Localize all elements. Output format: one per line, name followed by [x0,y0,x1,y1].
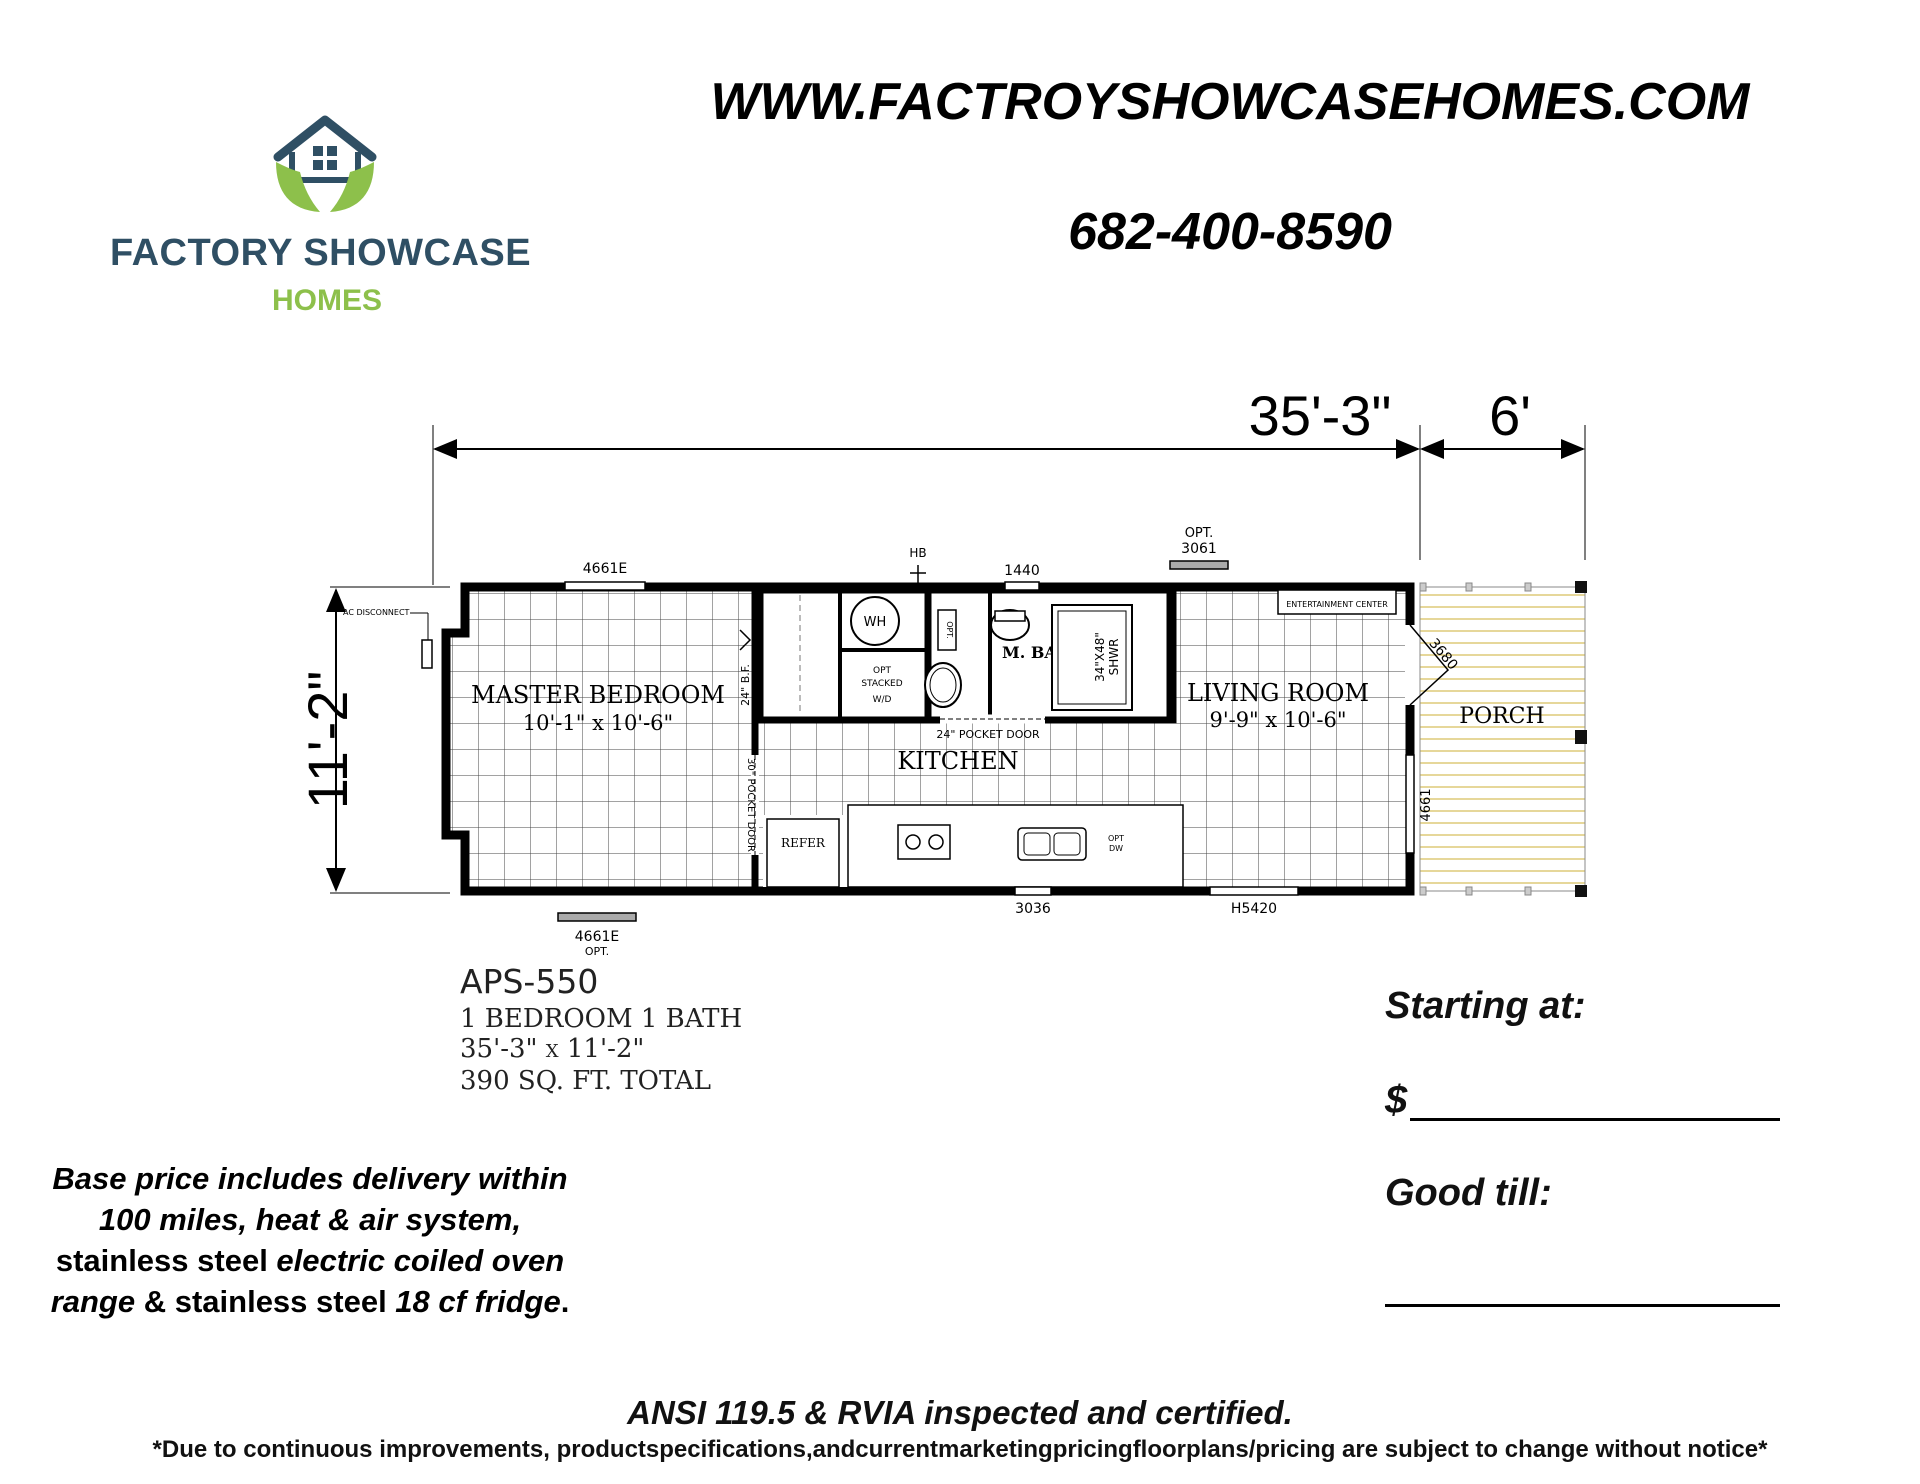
water-heater-label: WH [864,615,887,630]
pocket-door-label: 24" POCKET DOOR [936,728,1040,741]
opt-stacked-label-3: W/D [873,695,892,705]
logo-text-primary: FACTORY SHOWCASE [110,232,532,274]
certification-text: ANSI 119.5 & RVIA inspected and certifie… [627,1394,1293,1431]
model-name: APS-550 [460,962,599,1001]
base-price-text-1: Base price includes delivery within 100 … [52,1161,568,1237]
top-window-opt-label: 3061 [1181,541,1217,557]
bottom-window-left-label: 4661E [575,929,619,945]
price-blank-line [1410,1118,1780,1121]
opt-dishwasher-label-1: OPT [1108,834,1124,843]
bottom-window-right-label: H5420 [1231,901,1277,917]
width-dimension: 11'-2" [296,671,359,810]
shower-label: SHWR [1107,639,1121,676]
opt-stacked-label-1: OPT [873,666,892,676]
opt-dishwasher-label-2: DW [1109,844,1123,853]
master-bedroom-dims: 10'-1" x 10'-6" [523,711,673,735]
kitchen-label: KITCHEN [897,747,1018,775]
bottom-window-mid-label: 3036 [1015,901,1051,917]
base-price-text-6: . [560,1284,570,1319]
website-url: WWW.FACTROYSHOWCASEHOMES.COM [710,73,1750,131]
base-price-text-2: stainless steel [55,1243,277,1278]
base-price-text-4: & stainless steel [135,1284,396,1319]
base-price-text-5: 18 cf fridge [395,1284,561,1319]
bottom-opt-label: OPT. [585,945,609,958]
top-opt-label: OPT. [1185,526,1214,541]
master-bedroom-label: MASTER BEDROOM [471,681,725,709]
opt-stacked-label-2: STACKED [861,679,902,689]
model-size: 35'-3" x 11'-2" [460,1034,645,1064]
porch-dimension: 6' [1489,385,1531,447]
model-sqft: 390 SQ. FT. TOTAL [460,1066,711,1096]
base-price-text-3: electric coiled oven range [50,1243,565,1319]
living-room-label: LIVING ROOM [1187,679,1369,707]
entertainment-center-label: ENTERTAINMENT CENTER [1286,600,1388,609]
house-hands-logo-icon [273,115,377,212]
disclaimer-text: *Due to continuous improvements, product… [152,1436,1768,1463]
shower-size-label: 34"X48" [1093,632,1107,682]
top-window-mid-label: 1440 [1004,563,1040,579]
base-price-description: Base price includes delivery within 100 … [40,1158,580,1322]
hose-bib-label: HB [909,546,926,560]
starting-at-label: Starting at: [1385,985,1586,1027]
pocket-door-vertical-label: 30" POCKET DOOR [745,758,756,852]
good-till-label: Good till: [1385,1172,1552,1214]
dollar-sign: $ [1385,1078,1408,1122]
logo-text-secondary: HOMES [272,284,383,317]
phone-number: 682-400-8590 [1068,203,1392,261]
good-till-blank-line [1385,1304,1780,1307]
porch-label: PORCH [1459,704,1544,729]
side-window-label: 4661 [1419,788,1434,821]
refrigerator-label: REFER [781,836,826,850]
length-dimension: 35'-3" [1249,385,1392,447]
living-room-dims: 9'-9" x 10'-6" [1209,708,1346,732]
ac-disconnect-label: AC DISCONNECT [343,608,410,617]
opt-small-label: OPT. [945,621,954,639]
floor-plan: 35'-3" 6' 11'-2" AC DISCONNECT WH OPT ST… [296,385,1587,958]
top-window-left-label: 4661E [583,561,627,577]
bifold-label: 24" B.F. [739,664,752,706]
model-beds-baths: 1 BEDROOM 1 BATH [460,1004,743,1034]
